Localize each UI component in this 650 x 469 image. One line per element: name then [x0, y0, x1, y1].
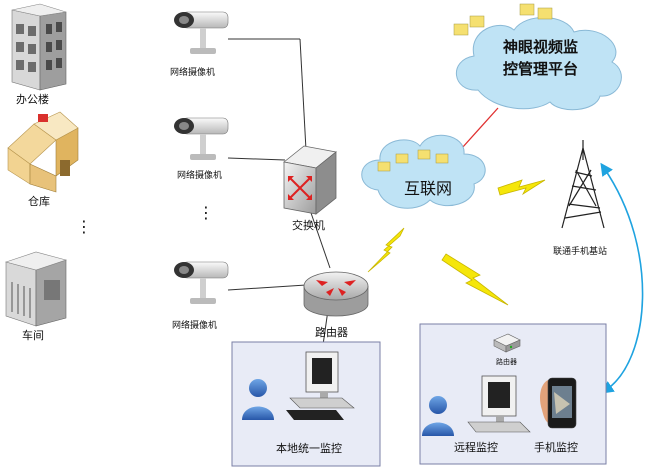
lightning-router-internet — [367, 227, 405, 273]
link-internet-platform — [461, 107, 499, 149]
buildings-ellipsis: ⋮ — [76, 217, 92, 236]
internet-computer-icons — [377, 149, 449, 172]
switch-icon — [283, 145, 337, 215]
link-camera2-switch — [227, 157, 286, 161]
office-building-icon — [11, 3, 67, 91]
camera-2-label: 网络摄像机 — [177, 169, 222, 181]
local-monitor-computer-icon — [286, 351, 355, 420]
lightning-internet-base — [497, 179, 546, 196]
router-label: 路由器 — [315, 325, 348, 339]
camera-3-label: 网络摄像机 — [172, 319, 217, 331]
platform-label-line1: 神眼视频监 — [503, 38, 578, 56]
remote-router-icon — [493, 333, 521, 353]
link-switch-router — [309, 209, 331, 269]
mobile-monitor-label: 手机监控 — [534, 440, 578, 454]
workshop-label: 车间 — [22, 328, 44, 342]
remote-monitor-person-icon — [422, 396, 454, 436]
camera-2-icon — [174, 117, 229, 160]
link-base-mobile-arrow — [600, 162, 644, 394]
cameras-ellipsis: ⋮ — [198, 203, 214, 222]
base-station-label: 联通手机基站 — [553, 245, 607, 257]
internet-cloud-icon — [361, 134, 486, 209]
local-monitor-label: 本地统一监控 — [276, 441, 342, 455]
lightning-internet-remote — [441, 253, 509, 306]
remote-monitor-computer-icon — [467, 375, 531, 433]
link-camera3-router — [227, 284, 307, 291]
platform-cloud-icon — [453, 3, 622, 111]
warehouse-icon — [7, 111, 79, 193]
base-station-tower-icon — [561, 140, 605, 229]
remote-router-label: 路由器 — [496, 357, 517, 366]
office-label: 办公楼 — [16, 92, 49, 106]
wireless-links — [367, 179, 546, 306]
router-icon — [303, 271, 369, 317]
platform-label-line2: 控管理平台 — [503, 60, 578, 78]
camera-1-label: 网络摄像机 — [170, 66, 215, 78]
warehouse-label: 仓库 — [28, 194, 50, 208]
camera-1-icon — [174, 11, 229, 54]
camera-3-icon — [174, 261, 229, 304]
remote-monitor-label: 远程监控 — [454, 440, 498, 454]
internet-label: 互联网 — [404, 179, 452, 198]
connection-lines — [227, 38, 331, 353]
link-camera1-switch-vertical — [299, 38, 307, 151]
platform-computer-icons — [453, 3, 553, 36]
mobile-phone-icon — [540, 377, 577, 429]
switch-label: 交换机 — [292, 218, 325, 232]
workshop-icon — [4, 251, 68, 327]
local-monitor-person-icon — [242, 379, 274, 420]
